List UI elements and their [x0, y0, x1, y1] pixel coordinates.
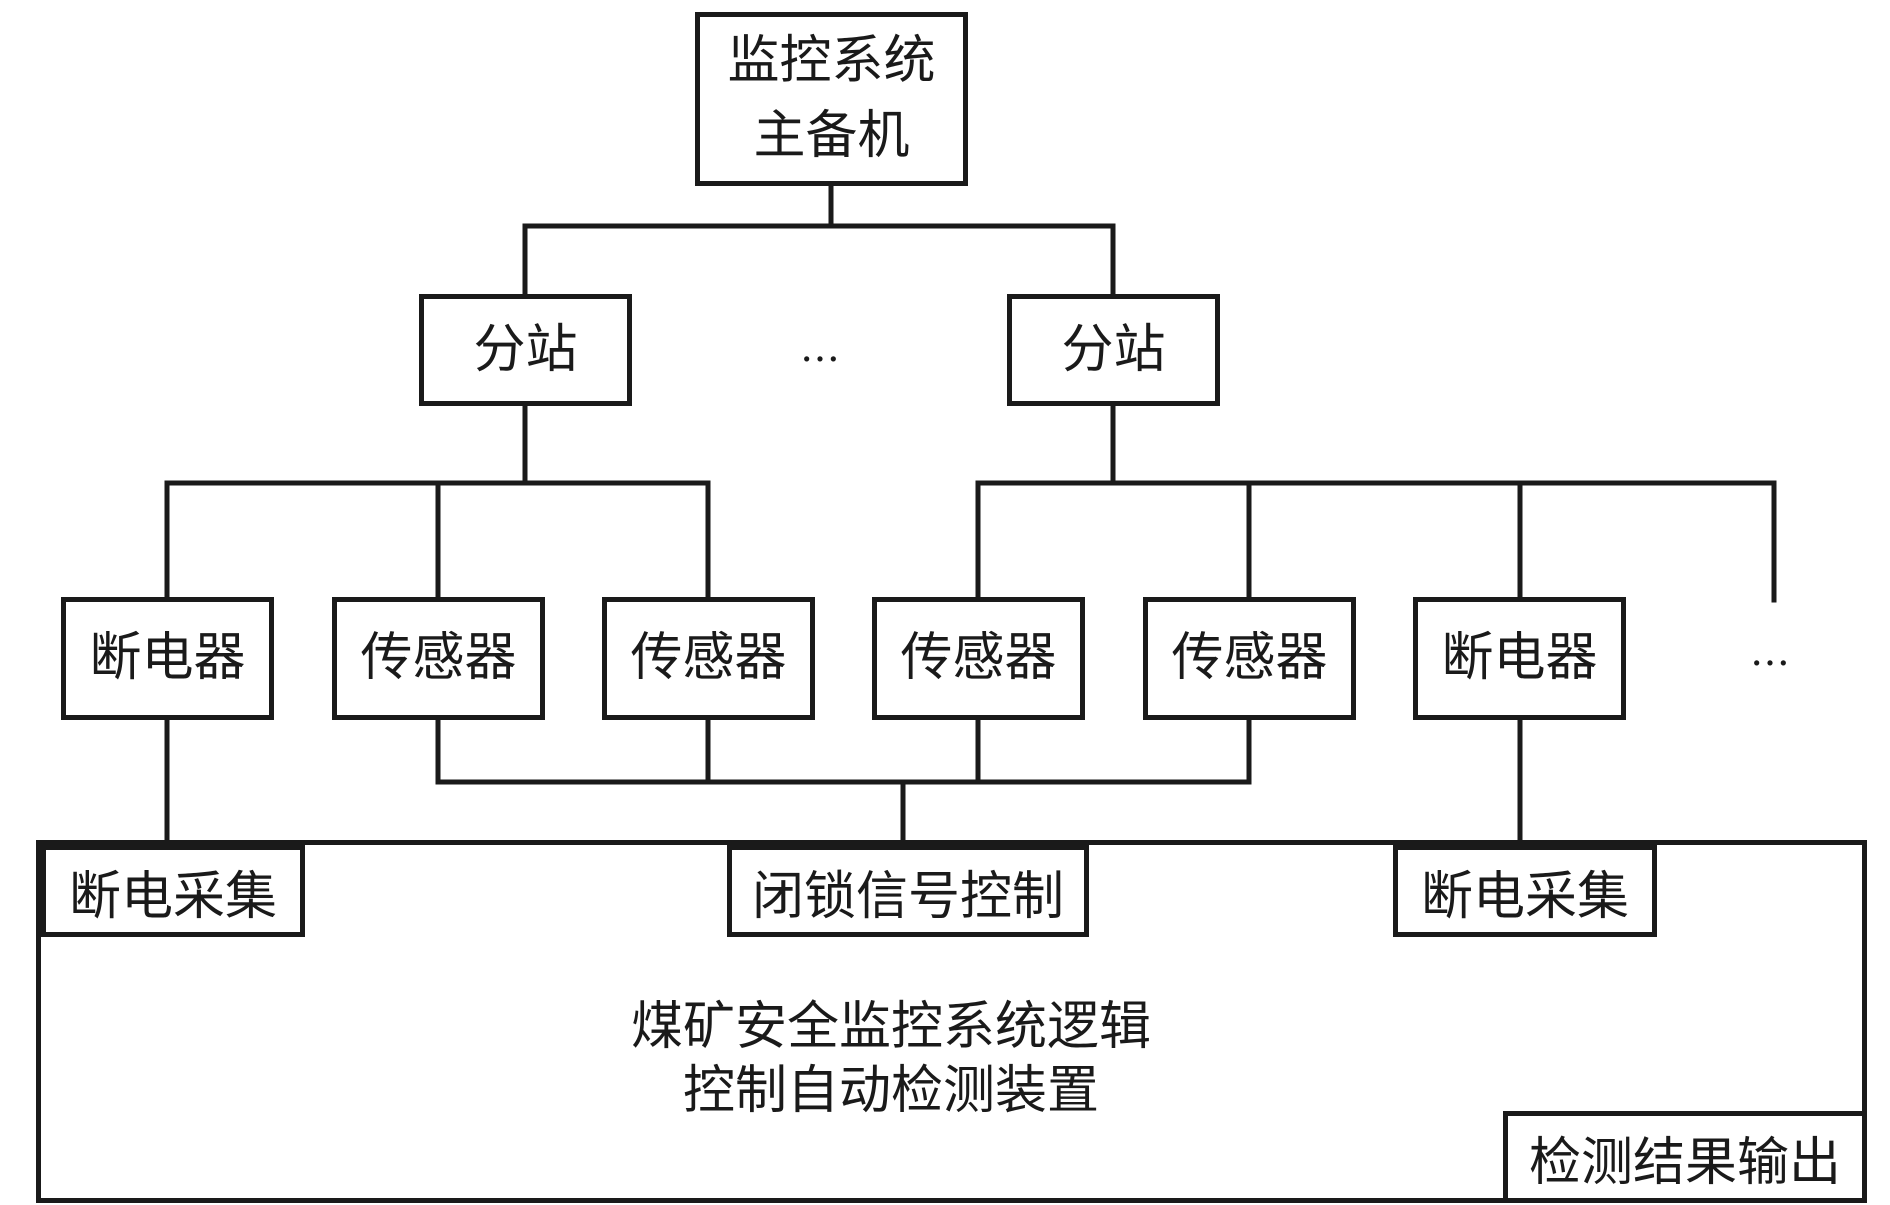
power-cutoff-device-box: 断电器: [61, 597, 274, 720]
power-cutoff-acquisition-port-right: 断电采集: [1393, 845, 1657, 937]
device-title: 煤矿安全监控系统逻辑 控制自动检测装置: [541, 995, 1241, 1123]
monitoring-host-label-line2: 主备机: [753, 106, 910, 166]
port-label: 断电采集: [1420, 866, 1629, 927]
leaf-label: 传感器: [900, 628, 1057, 689]
port-label: 断电采集: [68, 866, 277, 927]
monitoring-host-box: 监控系统 主备机: [695, 12, 968, 186]
device-ellipsis: …: [1750, 629, 1792, 675]
lockout-signal-control-port: 闭锁信号控制: [727, 845, 1089, 937]
leaf-label: 传感器: [360, 628, 517, 689]
leaf-label: 传感器: [1171, 628, 1328, 689]
logic-control-test-device: 断电采集 闭锁信号控制 断电采集 煤矿安全监控系统逻辑 控制自动检测装置 检测结…: [36, 840, 1867, 1203]
substation-box-right: 分站: [1007, 294, 1220, 406]
substation-label: 分站: [1061, 319, 1166, 380]
power-cutoff-acquisition-port-left: 断电采集: [41, 845, 305, 937]
port-label: 检测结果输出: [1528, 1132, 1841, 1193]
device-title-line1: 煤矿安全监控系统逻辑: [630, 997, 1151, 1057]
leaf-label: 传感器: [630, 628, 787, 689]
power-cutoff-device-box: 断电器: [1413, 597, 1626, 720]
sensor-box: 传感器: [1143, 597, 1356, 720]
monitoring-host-label-line1: 监控系统: [727, 30, 936, 91]
test-result-output-port: 检测结果输出: [1503, 1111, 1867, 1203]
sensor-box: 传感器: [872, 597, 1085, 720]
substation-ellipsis: …: [800, 325, 842, 371]
leaf-label: 断电器: [89, 628, 246, 689]
device-title-line2: 控制自动检测装置: [682, 1061, 1099, 1121]
leaf-label: 断电器: [1441, 628, 1598, 689]
port-label: 闭锁信号控制: [751, 866, 1064, 927]
sensor-box: 传感器: [602, 597, 815, 720]
substation-label: 分站: [473, 319, 578, 380]
substation-box-left: 分站: [419, 294, 632, 406]
sensor-box: 传感器: [332, 597, 545, 720]
